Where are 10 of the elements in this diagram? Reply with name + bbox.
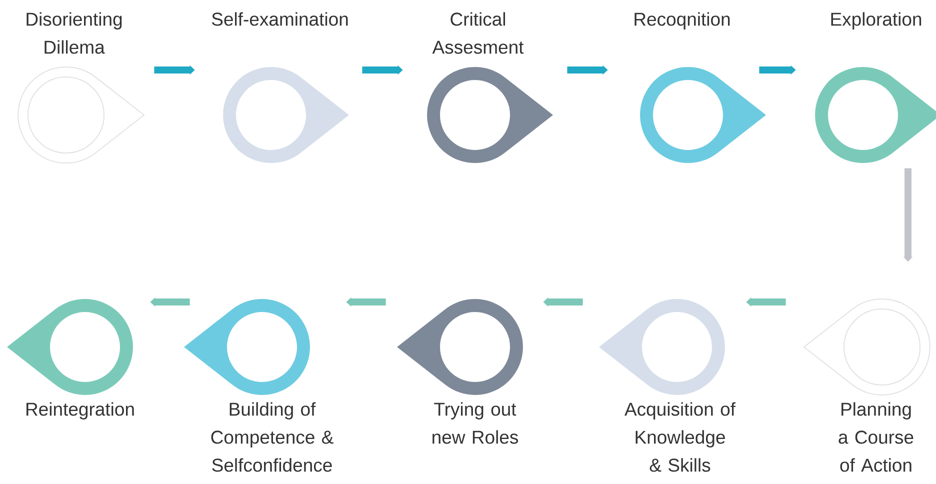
step-label: Critical Assesment [432,12,524,54]
step-label: Building of Competence & Selfconfidence [211,402,334,472]
step-label: Disorienting Dillema [26,12,122,54]
step-label: Exploration [831,12,922,30]
step-label: Self-examination [212,12,348,26]
step-label: Reintegration [26,402,134,420]
step-label: Recoqnition [634,12,730,30]
step-label: Acquisition of Knowledge & Skills [624,402,736,472]
step-label: Planning a Course of Action [838,402,914,472]
step-label: Trying out new Roles [432,402,518,444]
